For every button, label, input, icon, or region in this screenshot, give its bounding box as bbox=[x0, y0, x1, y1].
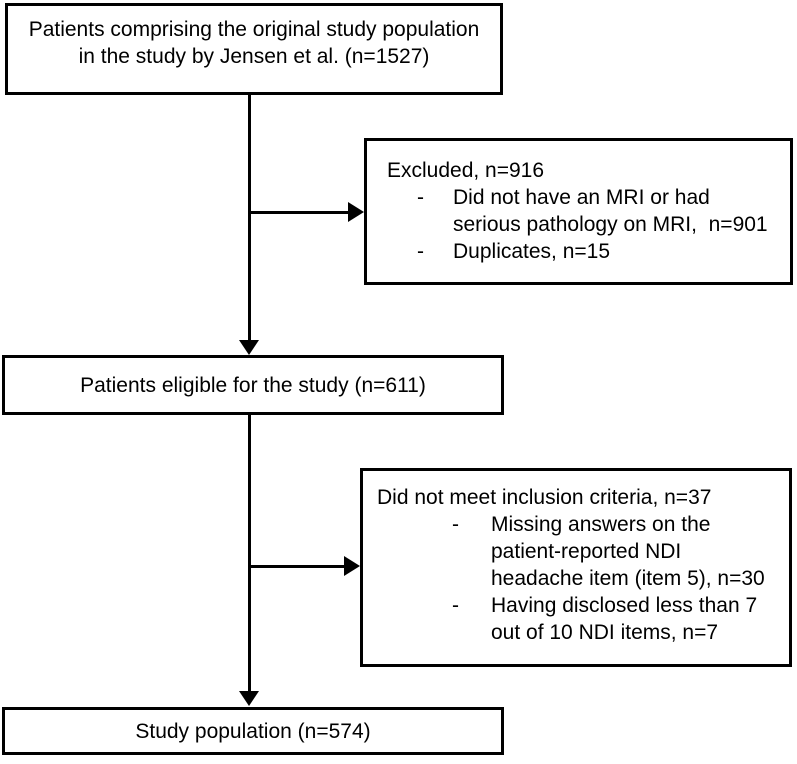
box-excluded: Excluded, n=916 - Did not have an MRI or… bbox=[364, 138, 793, 285]
excluded-bullet-1-text: Did not have an MRI or had serious patho… bbox=[453, 186, 768, 236]
box-eligible: Patients eligible for the study (n=611) bbox=[2, 355, 504, 415]
criteria-bullet-1: - Missing answers on the patient-reporte… bbox=[452, 511, 783, 592]
criteria-bullet-1-text: Missing answers on the patient-reported … bbox=[491, 513, 765, 590]
arrowhead-right-to-excluded bbox=[348, 202, 364, 222]
excluded-bullet-2-text: Duplicates, n=15 bbox=[453, 240, 611, 263]
box-original-population: Patients comprising the original study p… bbox=[5, 3, 503, 95]
excluded-bullet-2: - Duplicates, n=15 bbox=[417, 238, 784, 265]
box-study-population: Study population (n=574) bbox=[2, 707, 504, 755]
box-eligible-text: Patients eligible for the study (n=611) bbox=[80, 373, 426, 397]
box-original-line-1: Patients comprising the original study p… bbox=[28, 18, 480, 41]
arrowhead-down-to-eligible bbox=[239, 340, 259, 355]
criteria-bullet-2-text: Having disclosed less than 7 out of 10 N… bbox=[491, 594, 758, 644]
bullet-dash: - bbox=[452, 594, 459, 617]
arrowhead-right-to-not-included bbox=[344, 556, 360, 576]
excluded-bullet-1: - Did not have an MRI or had serious pat… bbox=[417, 184, 784, 238]
bullet-dash: - bbox=[452, 513, 459, 536]
bullet-dash: - bbox=[417, 186, 424, 209]
connector-line-eligible-to-study bbox=[248, 415, 251, 692]
box-original-line-2: in the study by Jensen et al. (n=1527) bbox=[78, 45, 430, 68]
arrowhead-down-to-study bbox=[239, 691, 259, 706]
box-excluded-title: Excluded, n=916 bbox=[387, 159, 545, 182]
criteria-bullet-2: - Having disclosed less than 7 out of 10… bbox=[452, 592, 783, 646]
box-criteria-title: Did not meet inclusion criteria, n=37 bbox=[377, 486, 712, 509]
connector-line-to-excluded bbox=[250, 211, 349, 214]
connector-line-to-not-included bbox=[250, 565, 345, 568]
box-not-meeting-criteria: Did not meet inclusion criteria, n=37 - … bbox=[360, 468, 792, 667]
box-study-text: Study population (n=574) bbox=[135, 719, 371, 743]
connector-line-original-to-eligible bbox=[248, 95, 251, 341]
bullet-dash: - bbox=[417, 240, 424, 263]
